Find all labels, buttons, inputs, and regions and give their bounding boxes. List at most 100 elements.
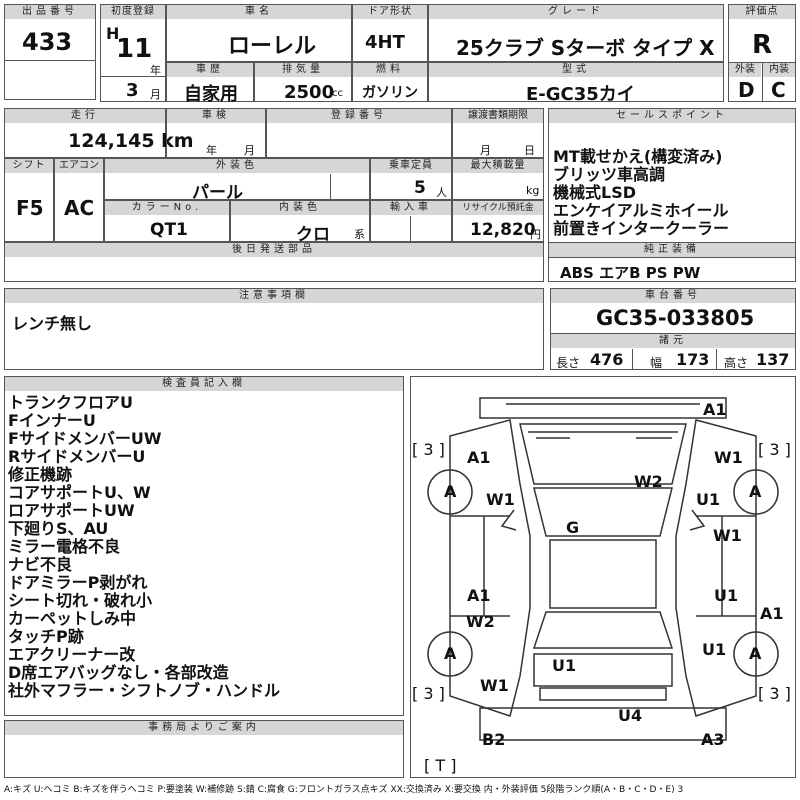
max-load-header: 最大積載量 — [453, 159, 543, 173]
damage-label: [ 3 ] — [412, 684, 445, 703]
grade-header: グレード — [429, 5, 723, 19]
inspection-month-unit: 月 — [244, 144, 255, 157]
car-name-value: ローレル — [228, 34, 317, 59]
notes-cell — [4, 288, 544, 370]
inspector-note: ドアミラーP剥がれ — [8, 573, 148, 592]
history-header: 車歴 — [167, 63, 253, 77]
length-value: 476 — [590, 350, 624, 369]
imported-cell — [370, 200, 452, 242]
width-label: 幅 — [650, 356, 663, 370]
sales-point: MT載せかえ(構変済み) — [553, 147, 723, 166]
damage-label: [ 3 ] — [758, 440, 791, 459]
mileage-header: 走行 — [5, 109, 165, 123]
fuel-cell — [352, 62, 428, 102]
capacity-value: 5 — [414, 178, 426, 198]
displacement-cell — [254, 62, 352, 102]
inspector-note: ミラー電格不良 — [8, 537, 121, 556]
interior-color-cell — [230, 200, 370, 242]
office-header: 事務局よりご案内 — [5, 721, 403, 735]
damage-label: U1 — [714, 586, 739, 605]
notes-header: 注意事項欄 — [5, 289, 543, 303]
capacity-unit: 人 — [436, 186, 447, 199]
length-label: 長さ — [556, 356, 581, 370]
fuel-value: ガソリン — [362, 85, 418, 101]
lot-no-cell — [4, 4, 96, 100]
rating-value: R — [752, 30, 773, 60]
damage-label: W2 — [466, 612, 495, 631]
damage-label: A1 — [703, 400, 727, 419]
sales-points-header: セールスポイント — [549, 109, 795, 123]
fuel-header: 燃料 — [353, 63, 427, 77]
mileage-value: 124,145 km — [68, 130, 194, 152]
inspector-note: コアサポートU、W — [8, 483, 151, 502]
inspector-note: 社外マフラー・シフトノブ・ハンドル — [8, 681, 281, 700]
recycle-cell — [452, 200, 544, 242]
mileage-cell — [4, 108, 166, 158]
inspector-note: RサイドメンバーU — [8, 447, 146, 466]
model-value: E-GC35カイ — [526, 84, 635, 105]
history-value: 自家用 — [184, 84, 238, 105]
exterior-color-header: 外装色 — [105, 159, 369, 173]
grade-value: 25クラブ Sターボ タイプ X — [456, 36, 715, 60]
chassis-header: 車台番号 — [551, 289, 795, 303]
inspector-note: シート切れ・破れ小 — [8, 591, 153, 610]
damage-label: W1 — [713, 526, 742, 545]
inspector-note: エアクリーナー改 — [8, 645, 136, 664]
door-value: 4HT — [365, 32, 405, 53]
car-name-cell — [166, 4, 352, 62]
inspector-note: ナビ不良 — [8, 555, 73, 574]
shift-cell — [4, 158, 54, 242]
transfer-deadline-header: 譲渡書類期限 — [453, 109, 543, 123]
reg-no-header: 登録番号 — [267, 109, 451, 123]
chassis-cell — [550, 288, 796, 370]
imported-header: 輸入車 — [371, 201, 451, 215]
later-parts-cell — [4, 242, 544, 282]
inspection-cell — [166, 108, 266, 158]
history-cell — [166, 62, 254, 102]
month-value: 3 — [126, 80, 139, 101]
inspector-note: 下廻りS、AU — [8, 519, 109, 538]
aircon-value: AC — [64, 196, 95, 220]
damage-label: U1 — [552, 656, 577, 675]
year-unit: 年 — [150, 64, 161, 77]
damage-label: [ 3 ] — [412, 440, 445, 459]
grade-cell — [428, 4, 724, 62]
damage-label: W2 — [634, 472, 663, 491]
exterior-color-cell — [104, 158, 370, 200]
damage-label: U1 — [702, 640, 727, 659]
height-value: 137 — [756, 350, 790, 369]
damage-label: W1 — [480, 676, 509, 695]
specs-header: 諸元 — [551, 334, 795, 348]
car-name-header: 車名 — [167, 5, 351, 19]
equipment-cell — [548, 242, 796, 282]
deadline-month-unit: 月 — [480, 144, 491, 157]
damage-label: A — [444, 482, 457, 501]
sales-point: エンケイアルミホイール — [553, 201, 729, 220]
damage-label: A — [749, 644, 762, 663]
inspection-year-unit: 年 — [206, 144, 217, 157]
car-diagram-cell — [410, 376, 796, 778]
chassis-value: GC35-033805 — [596, 306, 755, 330]
damage-label: B2 — [482, 730, 506, 749]
lot-no-header: 出品番号 — [5, 5, 95, 19]
inspector-note: D席エアバッグなし・各部改造 — [8, 663, 229, 682]
door-header: ドア形状 — [353, 5, 427, 19]
first-reg-cell — [100, 4, 166, 102]
model-cell — [428, 62, 724, 102]
interior-color-value: クロ — [296, 225, 330, 245]
damage-label: [ T ] — [424, 756, 457, 775]
inspector-note: FサイドメンバーUW — [8, 429, 162, 448]
inspector-note: カーペットしみ中 — [8, 609, 137, 628]
inspector-note: FインナーU — [8, 411, 96, 430]
model-header: 型式 — [429, 63, 723, 77]
era-value: H — [106, 24, 120, 43]
height-label: 高さ — [724, 356, 749, 370]
shift-header: シフト — [5, 159, 53, 173]
equipment-header: 純正装備 — [549, 243, 795, 257]
damage-label: W1 — [714, 448, 743, 467]
interior-color-unit: 系 — [354, 228, 365, 241]
sales-point: 前置きインタークーラー — [553, 219, 730, 238]
exterior-grade-value: D — [738, 78, 755, 102]
sales-point: ブリッツ車高調 — [553, 165, 666, 184]
recycle-value: 12,820 — [470, 220, 536, 240]
